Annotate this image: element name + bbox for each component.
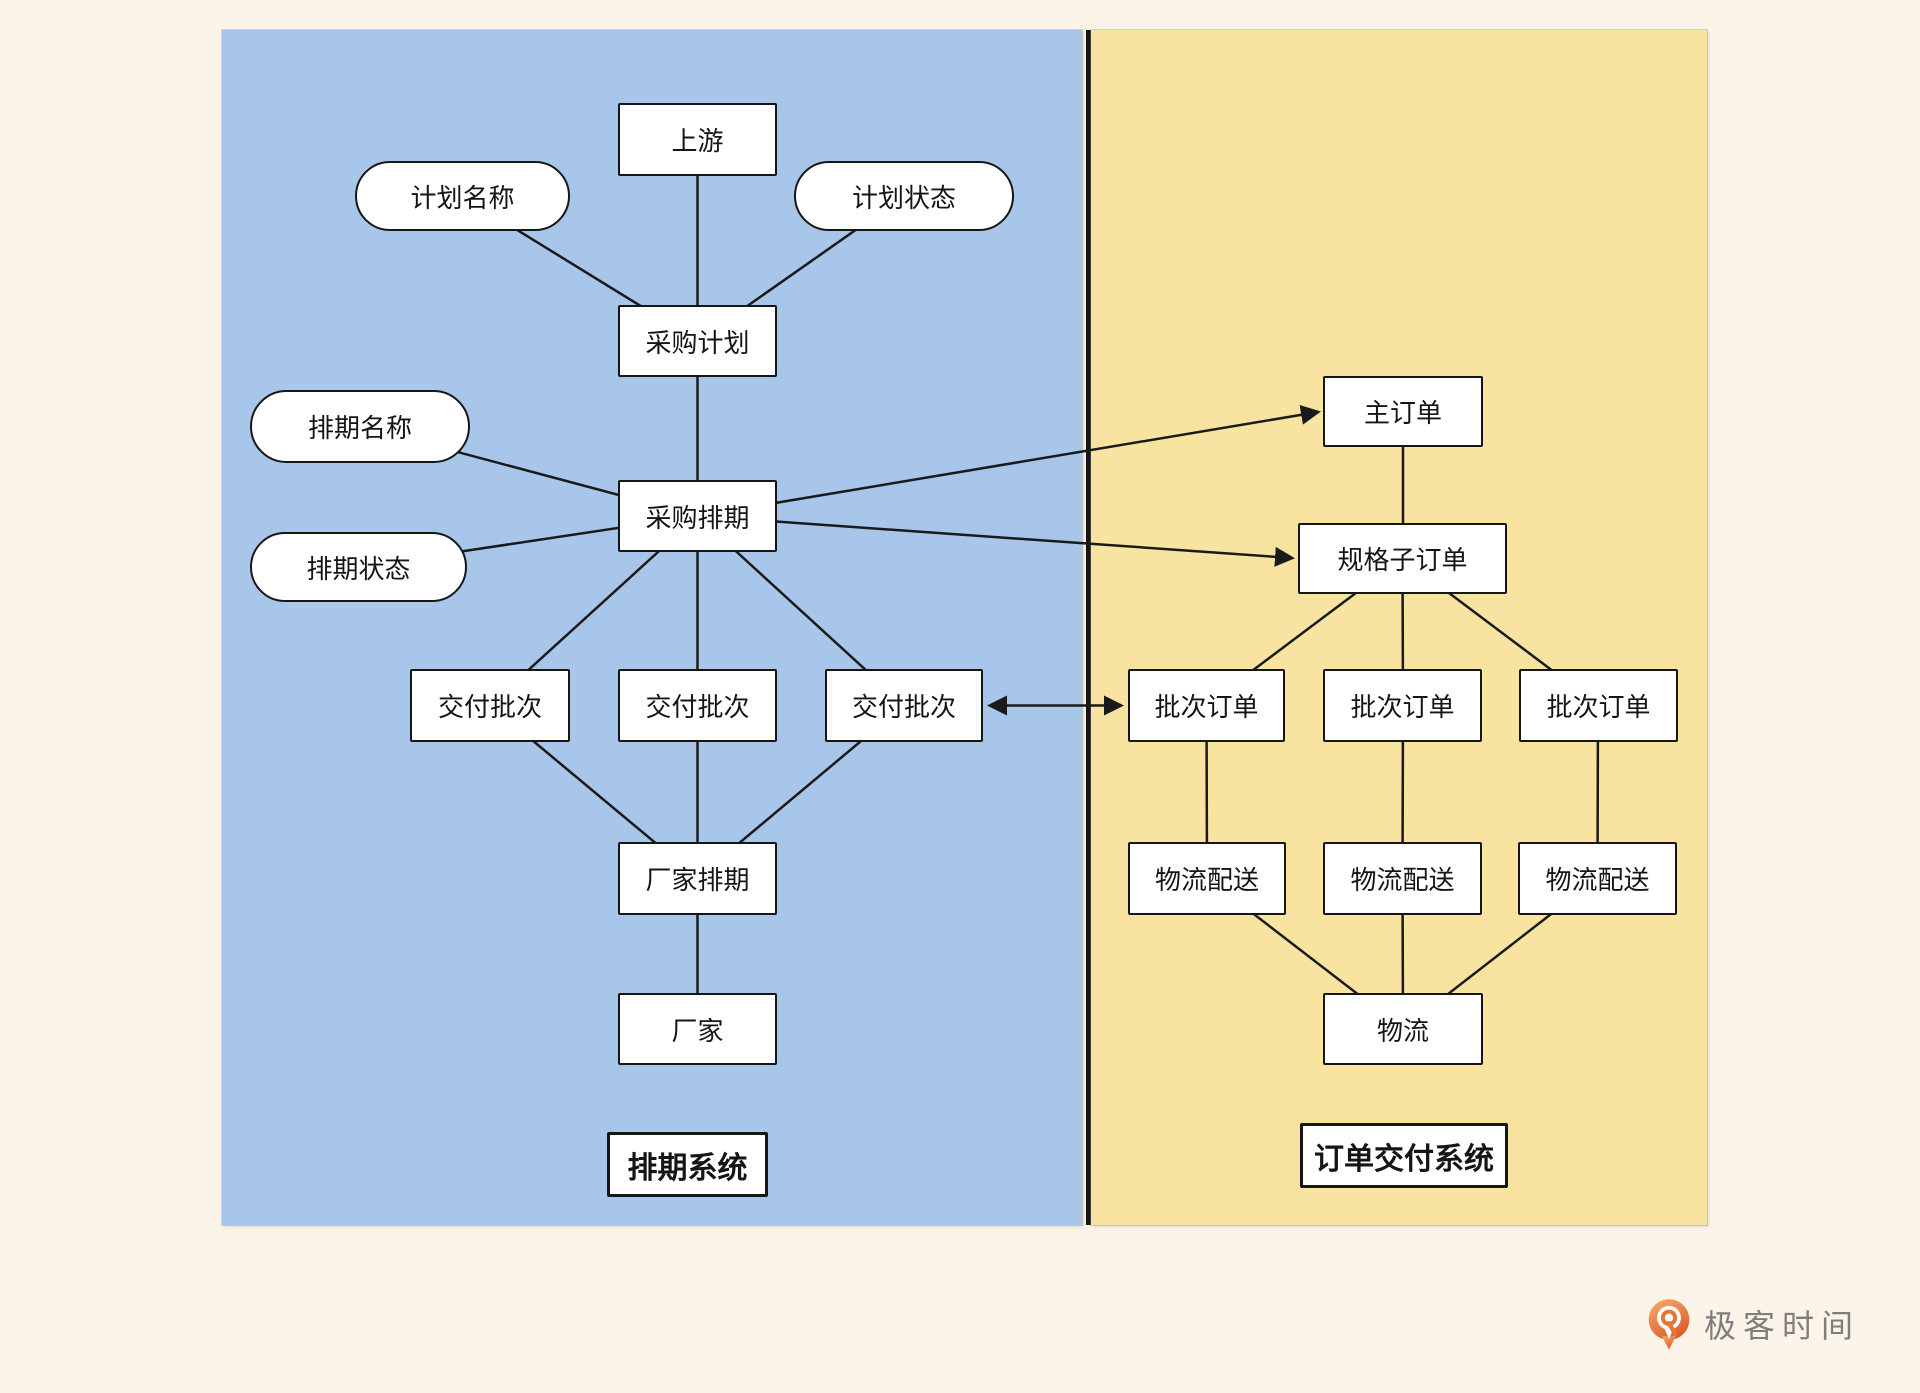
edge-purchase-schedule-spec-sub-order-arrow [697, 514, 1295, 567]
node-logistics-delivery-3: 物流配送 [1518, 842, 1677, 915]
node-manufacturer-schedule: 厂家排期 [618, 842, 777, 915]
node-main-order: 主订单 [1323, 376, 1483, 447]
node-delivery-batch-2: 交付批次 [618, 669, 777, 742]
panel-divider [1086, 30, 1091, 1225]
node-logistics: 物流 [1323, 993, 1483, 1065]
node-schedule-status-attribute: 排期状态 [250, 532, 467, 602]
geektime-logo-icon [1648, 1299, 1690, 1350]
node-delivery-batch-3: 交付批次 [825, 669, 983, 742]
node-purchase-schedule: 采购排期 [618, 480, 777, 552]
node-plan-name-attribute: 计划名称 [355, 161, 570, 231]
node-manufacturer: 厂家 [618, 993, 777, 1065]
node-purchase-plan: 采购计划 [618, 305, 777, 377]
node-delivery-batch-1: 交付批次 [410, 669, 570, 742]
order-delivery-system-label: 订单交付系统 [1300, 1123, 1508, 1188]
footer-brand: 极客时间 [1646, 1296, 1860, 1352]
scheduling-system-label: 排期系统 [607, 1132, 768, 1197]
node-schedule-name-attribute: 排期名称 [250, 390, 470, 463]
node-plan-status-attribute: 计划状态 [794, 161, 1014, 231]
geektime-brand-text: 极客时间 [1704, 1308, 1861, 1344]
node-batch-order-3: 批次订单 [1519, 669, 1678, 742]
node-batch-order-2: 批次订单 [1323, 669, 1482, 742]
node-spec-sub-order: 规格子订单 [1298, 523, 1507, 594]
edge-purchase-schedule-main-order-arrow [697, 404, 1321, 518]
node-logistics-delivery-2: 物流配送 [1323, 842, 1482, 915]
node-upstream: 上游 [618, 103, 777, 176]
node-logistics-delivery-1: 物流配送 [1128, 842, 1286, 915]
node-batch-order-1: 批次订单 [1128, 669, 1285, 742]
